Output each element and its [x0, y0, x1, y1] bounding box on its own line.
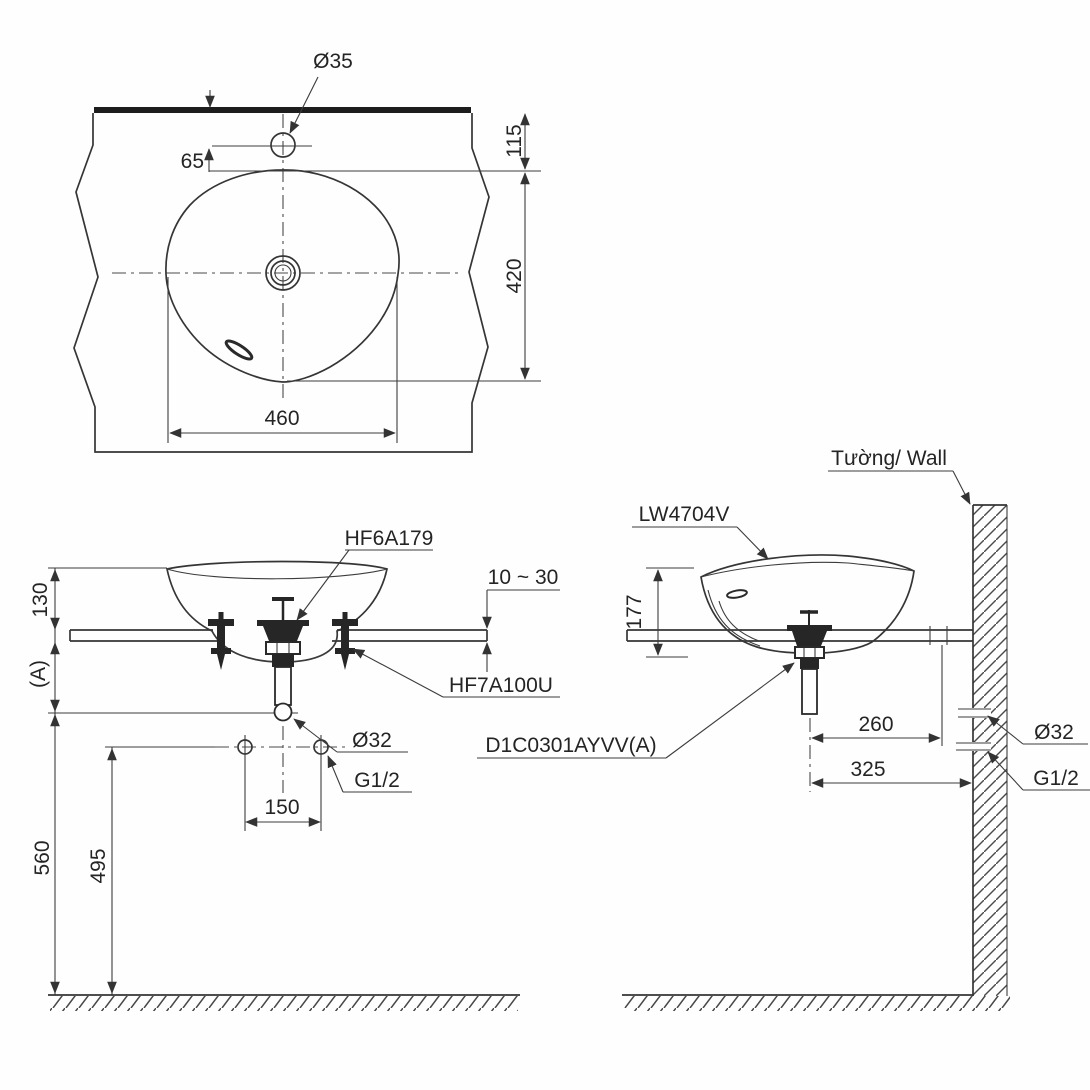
faucet-hole — [212, 132, 312, 158]
dim-wall-supply-thread: G1/2 — [1033, 767, 1079, 790]
dim-basin-total-height: 177 — [623, 594, 646, 629]
label-product-code: LW4704V — [639, 503, 730, 526]
label-fixing-bolt: HF7A100U — [449, 674, 553, 697]
dim-150-group: 150 — [244, 760, 322, 831]
supply-point-left — [237, 735, 253, 760]
supply-thread-callout-front: G1/2 — [327, 755, 412, 793]
dim-edge-to-basin: 115 — [503, 124, 526, 157]
popup-waste-callout: HF6A179 — [296, 527, 434, 621]
label-popup-waste: HF6A179 — [345, 527, 434, 550]
front-view: 10 ~ 30 130 (A) 560 495 — [27, 527, 795, 1011]
drain-assembly-side — [787, 610, 832, 715]
drain-fitting-callout: D1C0301AYVV(A) — [477, 662, 795, 759]
label-drain-fitting: D1C0301AYVV(A) — [485, 734, 656, 757]
dim-faucet-offset: 65 — [181, 150, 204, 173]
dim-center-to-wall: 325 — [850, 758, 885, 781]
dim-counter-thickness: 10 ~ 30 — [488, 566, 559, 589]
dim-a-ref: (A) — [27, 660, 50, 688]
dim-basin-width: 460 — [264, 407, 299, 430]
dim-495-group: 495 — [87, 747, 117, 995]
fixing-bolt-right — [332, 612, 358, 670]
fixing-bolt-callout: HF7A100U — [352, 648, 560, 698]
dim-460-group: 460 — [167, 277, 398, 443]
dim-325-group: 325 — [811, 758, 972, 788]
drain-plan — [265, 255, 301, 291]
wall-supply-stub — [956, 742, 991, 751]
dim-faucet-hole-dia: Ø35 — [313, 50, 353, 73]
dim-260-group: 260 — [811, 713, 941, 743]
dim-outlet-height: 560 — [31, 840, 54, 875]
ground-side — [622, 994, 1010, 1011]
waste-dia-callout-front: Ø32 — [293, 718, 408, 753]
wall-supply-callout: G1/2 — [987, 751, 1090, 791]
basin-side — [700, 554, 915, 655]
dim-wall-waste-dia: Ø32 — [1034, 721, 1074, 744]
countertop-break-outline — [73, 113, 490, 453]
overflow-mark-side — [726, 589, 748, 599]
dim-left-stack: 130 (A) 560 — [27, 567, 167, 995]
side-view: 177 260 325 Tường/ Wall LW4704V Ø3 — [622, 447, 1090, 1011]
product-code-callout: LW4704V — [632, 503, 769, 560]
dim-177-group: 177 — [623, 567, 694, 658]
wall-waste-stub — [958, 708, 991, 718]
drain-assembly-front — [257, 597, 309, 722]
dim-supply-height: 495 — [87, 848, 110, 883]
faucet-dia-callout: Ø35 — [289, 50, 353, 134]
dim-basin-depth: 420 — [503, 258, 526, 293]
overflow-mark-plan — [224, 339, 254, 361]
dim-supply-pitch: 150 — [264, 796, 299, 819]
basin-outline-plan — [165, 169, 400, 383]
countertop-front — [69, 629, 488, 642]
wall-callout: Tường/ Wall — [828, 447, 971, 505]
dim-counter-thickness-group: 10 ~ 30 — [482, 566, 560, 672]
dim-supply-thread: G1/2 — [354, 769, 400, 792]
dim-115-420-group: 115 420 — [209, 113, 541, 382]
ground-front — [48, 994, 520, 1011]
label-wall: Tường/ Wall — [831, 447, 947, 470]
top-view: Ø35 65 115 420 460 — [73, 50, 541, 453]
fixing-bolt-left — [208, 612, 234, 670]
dim-outlet-to-wall: 260 — [858, 713, 893, 736]
dim-rim-height: 130 — [29, 582, 52, 617]
wall-waste-callout: Ø32 — [987, 715, 1088, 745]
dim-faucet-offset-group: 65 — [181, 90, 215, 173]
dim-waste-pipe-dia: Ø32 — [352, 729, 392, 752]
